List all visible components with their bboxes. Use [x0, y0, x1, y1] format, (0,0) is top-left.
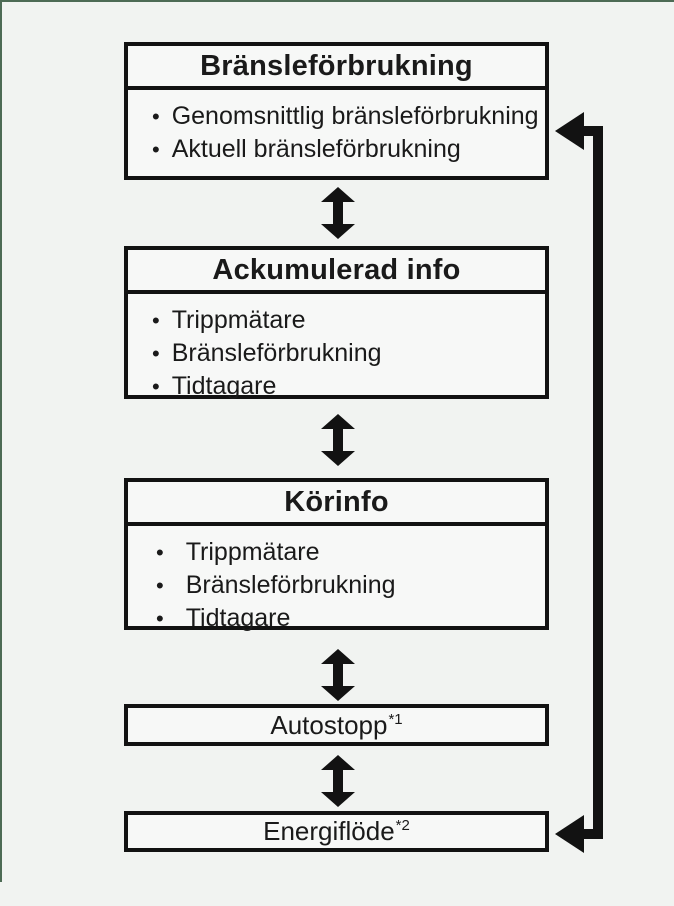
bullet-icon: • [156, 606, 164, 631]
double-arrow-icon [321, 187, 355, 239]
energy-flow-box-label: Energiflöde*2 [263, 816, 410, 846]
list-item-label: Bränsleförbrukning [171, 339, 382, 367]
list-item-label: Tidtagare [185, 604, 291, 632]
accumulated-info-box-title: Ackumulerad info [128, 250, 545, 294]
accumulated-info-box: Ackumulerad info • Trippmätare • Bränsle… [124, 246, 549, 400]
fuel-consumption-box: Bränsleförbrukning • Genomsnittlig bräns… [124, 42, 549, 180]
driving-info-box-title: Körinfo [128, 482, 545, 526]
fuel-consumption-box-title: Bränsleförbrukning [128, 46, 545, 90]
footnote-marker: *2 [395, 817, 410, 835]
bullet-icon: • [152, 137, 160, 162]
double-arrow-icon [321, 414, 355, 466]
driving-info-box-list: • Trippmätare • Bränsleförbrukning • Tid… [128, 526, 545, 635]
list-item: • Bränsleförbrukning [156, 569, 537, 602]
bullet-icon: • [156, 573, 164, 598]
list-item: • Trippmätare [156, 536, 537, 569]
list-item: • Genomsnittlig bränsleförbrukning [152, 100, 539, 133]
bullet-icon: • [152, 104, 160, 129]
list-item: • Tidtagare [152, 370, 537, 403]
bullet-icon: • [152, 341, 160, 366]
bullet-icon: • [156, 540, 164, 565]
list-item-label: Aktuell bränsleförbrukning [171, 135, 461, 163]
driving-info-box: Körinfo • Trippmätare • Bränsleförbrukni… [124, 478, 549, 632]
double-arrow-icon [321, 649, 355, 701]
bullet-icon: • [152, 308, 160, 333]
double-arrow-icon [321, 755, 355, 807]
list-item-label: Trippmätare [185, 538, 320, 566]
footnote-marker: *1 [388, 710, 403, 728]
list-item: • Bränsleförbrukning [152, 337, 537, 370]
fuel-consumption-box-list: • Genomsnittlig bränsleförbrukning • Akt… [128, 90, 545, 166]
accumulated-info-box-list: • Trippmätare • Bränsleförbrukning • Tid… [128, 294, 545, 403]
list-item-label: Tidtagare [171, 372, 277, 400]
list-item-label: Trippmätare [171, 306, 306, 334]
bullet-icon: • [152, 374, 160, 399]
autostop-box-label: Autostopp*1 [270, 709, 403, 740]
list-item: • Tidtagare [156, 602, 537, 635]
energy-flow-box: Energiflöde*2 [124, 811, 549, 852]
page-border-top [0, 0, 674, 2]
page-border-left [0, 0, 2, 882]
list-item-label: Genomsnittlig bränsleförbrukning [171, 102, 539, 130]
autostop-box: Autostopp*1 [124, 704, 549, 746]
list-item: • Aktuell bränsleförbrukning [152, 133, 537, 166]
list-item-label: Bränsleförbrukning [185, 571, 396, 599]
list-item: • Trippmätare [152, 304, 537, 337]
